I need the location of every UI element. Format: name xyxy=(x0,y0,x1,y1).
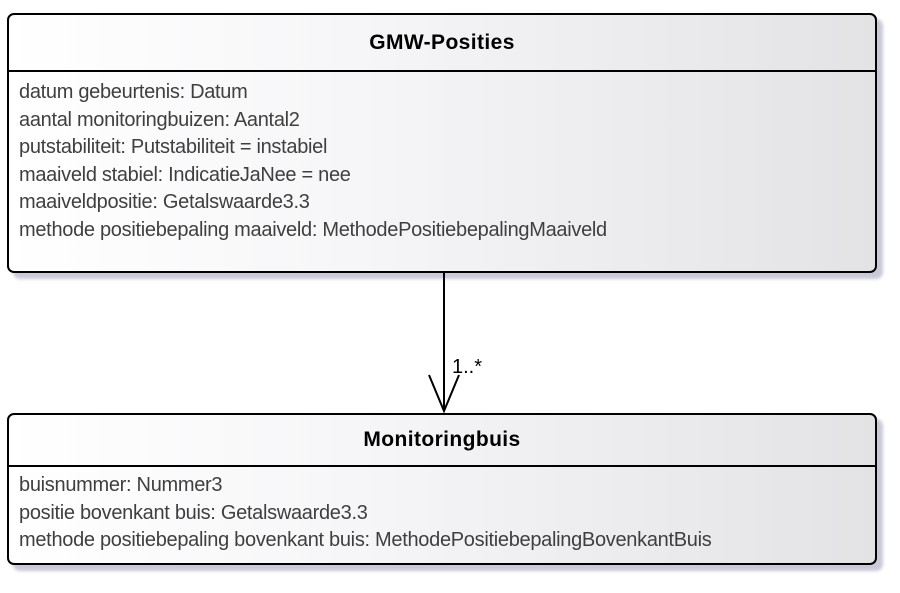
class-name-label: Monitoringbuis xyxy=(363,428,521,451)
class-attribute: methode positiebepaling bovenkant buis: … xyxy=(19,529,712,551)
class-title-monitoringbuis: Monitoringbuis xyxy=(9,415,875,467)
class-attribute: datum gebeurtenis: Datum xyxy=(19,81,248,103)
multiplicity-label: 1..* xyxy=(452,356,483,378)
class-attributes-gmw-posities: datum gebeurtenis: Datum aantal monitorin… xyxy=(9,72,875,244)
class-attribute: buisnummer: Nummer3 xyxy=(19,474,223,496)
class-attribute: maaiveld stabiel: IndicatieJaNee = nee xyxy=(19,163,351,186)
class-box-gmw-posities[interactable]: GMW-Posities datum gebeurtenis: Datum aan… xyxy=(7,13,877,273)
class-attribute: methode positiebepaling maaiveld: Method… xyxy=(19,218,607,241)
class-attribute: positie bovenkant buis: Getalswaarde3.3 xyxy=(19,501,368,524)
class-attribute: maaiveldpositie: Getalswaarde3.3 xyxy=(19,191,310,213)
class-attribute: putstabiliteit: Putstabiliteit = instabi… xyxy=(19,136,328,158)
class-name-label: GMW-Posities xyxy=(369,30,515,54)
class-title-gmw-posities: GMW-Posities xyxy=(9,15,875,72)
class-attributes-monitoringbuis: buisnummer: Nummer3 positie bovenkant bui… xyxy=(9,467,875,555)
open-arrowhead-icon xyxy=(428,374,460,414)
class-box-monitoringbuis[interactable]: Monitoringbuis buisnummer: Nummer3 positi… xyxy=(7,413,877,565)
class-attribute: aantal monitoringbuizen: Aantal2 xyxy=(19,108,300,131)
